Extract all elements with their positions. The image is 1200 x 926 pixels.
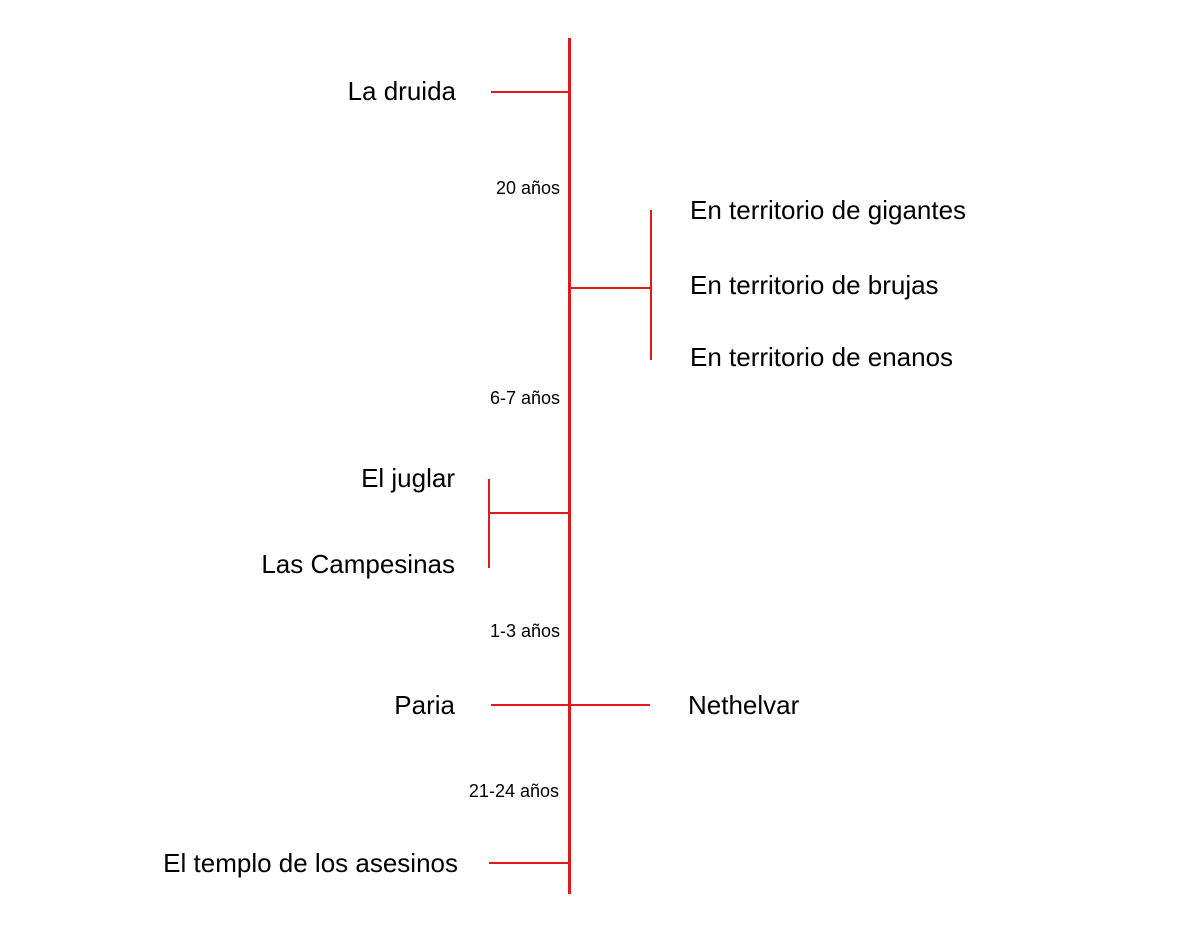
event-label-campesinas: Las Campesinas (261, 549, 455, 579)
branch-juglar-campesinas (489, 512, 569, 514)
event-label-enanos: En territorio de enanos (690, 342, 954, 372)
event-label-juglar: El juglar (361, 463, 455, 493)
duration-label-1: 20 años (495, 178, 560, 198)
event-label-nethelvar: Nethelvar (688, 690, 800, 720)
duration-label-4: 21-24 años (468, 781, 559, 801)
event-label-gigantes: En territorio de gigantes (690, 195, 967, 225)
branch-paria-nethelvar (491, 704, 650, 706)
bracket-juglar-campesinas (488, 479, 490, 568)
bracket-territorios (650, 210, 652, 360)
event-label-templo: El templo de los asesinos (163, 848, 458, 878)
duration-label-2: 6-7 años (489, 388, 560, 408)
event-label-druida: La druida (347, 76, 456, 106)
branch-territorios (570, 287, 651, 289)
timeline-axis (568, 38, 571, 894)
branch-druida (491, 91, 569, 93)
event-label-paria: Paria (394, 690, 455, 720)
branch-templo (489, 862, 569, 864)
duration-label-3: 1-3 años (489, 621, 560, 641)
event-label-brujas: En territorio de brujas (690, 270, 939, 300)
